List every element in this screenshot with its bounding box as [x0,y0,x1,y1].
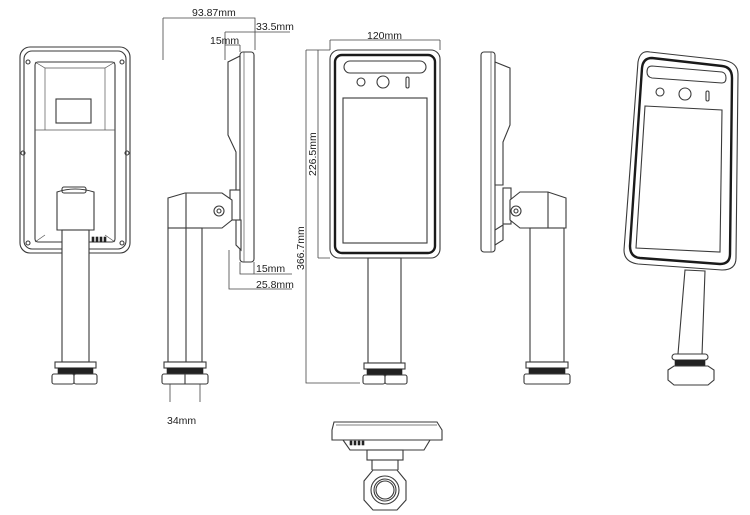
dim-total-height: 366.7mm [295,226,307,270]
dim-width-line [329,39,441,50]
front-bezel [333,53,437,255]
dim-total-height-line [305,49,360,384]
base-thread [57,367,94,375]
side-pole [167,227,203,363]
back-corner-bevels [34,61,116,243]
rside-rear-shell [494,61,511,186]
dim-pole-diameter-line [169,384,201,402]
dim-pole-diameter: 34mm [167,415,196,427]
persp-bezel [628,56,734,266]
hinge-screw-icon [510,205,522,217]
dim-head-height-line [317,49,330,259]
side-head [239,51,255,263]
screw-icon [119,240,125,246]
screw-icon [25,240,31,246]
rside-base-nut [523,373,571,385]
bottom-pole-outer [370,475,400,505]
side-rear-lower [235,219,242,252]
persp-light-bar [646,65,727,84]
rside-base-thread [528,367,566,375]
hinge-screw-icon [213,205,225,217]
dim-total-depth-line [162,17,256,60]
vent-slots [91,236,107,243]
front-base-nut [362,374,386,385]
base-nut [51,373,75,385]
screw-icon [119,59,125,65]
persp-base-nut [667,365,715,386]
base-nut [73,373,98,385]
screw-icon [25,59,31,65]
front-base-flange [363,362,406,370]
bottom-head [331,421,443,441]
sensor-icon [356,77,366,87]
persp-base-flange [671,353,709,361]
dim-head-depth-line [224,31,290,60]
hinge-screw-inner [513,208,519,214]
front-view: 120mm 226.5mm 366.7mm [295,30,441,385]
bottom-mount [366,449,404,461]
rside-rear-lower [494,224,504,246]
camera-icon [678,87,692,101]
bottom-vent-slots [349,440,365,446]
side-base-thread [166,367,204,375]
dim-bottom-offset-line [239,262,292,275]
left-side-view: 34mm 93.87mm 33.5mm 15mm 15mm 25.8mm [161,7,294,427]
dim-bottom-depth: 25.8mm [256,279,294,291]
front-base-nut [384,374,408,385]
dim-top-offset-line [225,44,241,52]
rside-pole [529,227,565,363]
front-housing-outer [329,49,441,259]
camera-icon [376,75,390,89]
screw-icon [20,150,26,156]
dim-bottom-offset: 15mm [256,263,285,275]
dim-width: 120mm [367,30,402,42]
right-side-view [480,51,571,385]
ir-led-icon [705,90,710,102]
bottom-view [331,421,443,511]
dim-head-height: 226.5mm [307,132,319,176]
back-mount-head [56,188,95,231]
perspective-view [623,51,739,386]
side-base-flange [163,361,207,369]
front-light-bar [343,60,427,74]
bottom-pole-bore [375,480,395,500]
persp-screen [635,105,723,253]
back-view [19,46,131,385]
rside-head [480,51,496,253]
dim-head-depth: 33.5mm [256,21,294,33]
side-rear-shell [227,55,241,191]
back-mount-clip [61,186,87,194]
bottom-rear-shell [341,439,431,451]
hinge-screw-inner [216,208,222,214]
bottom-pole-inner [373,478,397,502]
back-label-plate [55,98,92,124]
ir-led-icon [405,76,410,89]
dim-top-offset: 15mm [210,35,239,47]
screw-icon [124,150,130,156]
front-screen [342,97,428,244]
sensor-icon [655,87,665,97]
dim-bottom-depth-line [228,250,292,290]
front-base-thread [366,368,403,376]
front-pole [367,257,402,364]
rside-base-flange [525,361,569,369]
dim-total-depth: 93.87mm [192,7,236,19]
back-pole [61,229,90,363]
persp-pole [677,269,706,356]
rside-mount-arm [509,191,567,229]
base-flange [54,361,97,369]
